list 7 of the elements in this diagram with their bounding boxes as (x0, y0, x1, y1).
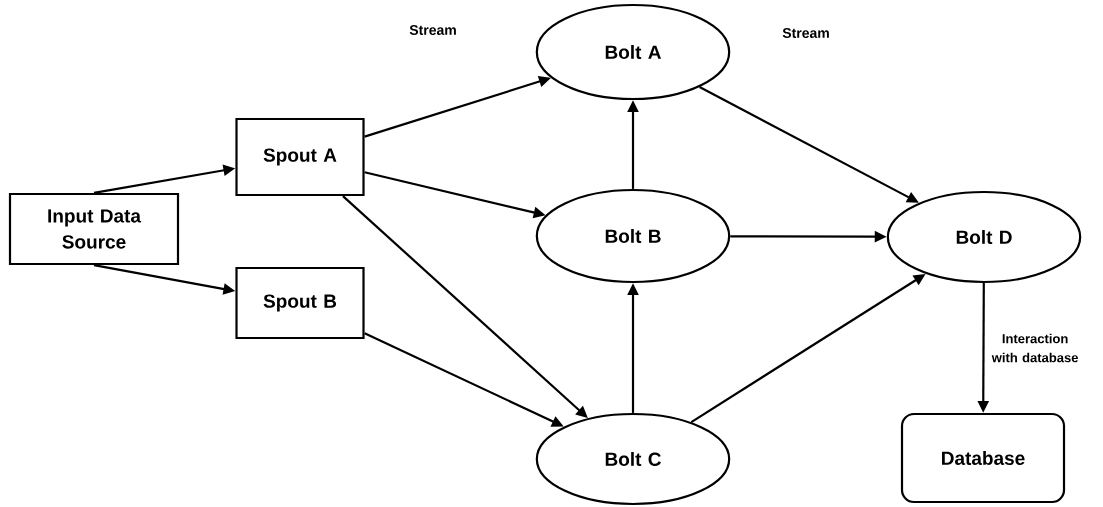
edge-label: Interaction with database (986, 332, 1084, 364)
stream-label: Stream (409, 25, 456, 35)
spout-box: Spout A (235, 117, 365, 197)
source-box: Input Data Source (8, 192, 180, 266)
spout-box: Spout B (235, 266, 365, 340)
database-box: Database (900, 412, 1066, 504)
stream-label: Stream (782, 28, 829, 38)
